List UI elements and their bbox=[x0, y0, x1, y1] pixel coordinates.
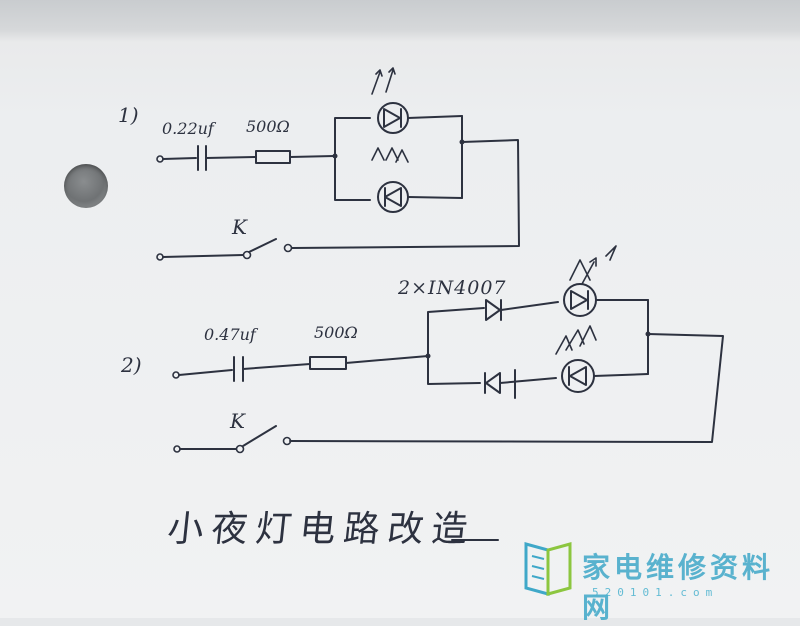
circuit-2-led-top bbox=[563, 245, 617, 317]
circuit-1-capacitor-label: 0.22uf bbox=[162, 119, 217, 138]
circuit-1-return-wire bbox=[291, 139, 520, 249]
circuit-2-led-bottom bbox=[555, 325, 597, 393]
circuit-2-number: 2) bbox=[120, 353, 142, 377]
circuit-2-capacitor bbox=[233, 356, 244, 382]
watermark: 家电维修资料网 520101.com bbox=[520, 536, 800, 624]
circuit-2-wire bbox=[427, 355, 481, 385]
circuit-2-diode-label: 2×IN4007 bbox=[397, 277, 507, 299]
circuit-2-resistor-label: 500Ω bbox=[314, 323, 358, 342]
circuit-2-switch bbox=[235, 425, 292, 454]
circuit-2-diode-top bbox=[485, 299, 502, 321]
circuit-2-return-wire bbox=[289, 333, 724, 443]
circuit-1-resistor bbox=[255, 150, 291, 164]
circuit-2-diode-bottom bbox=[484, 369, 516, 399]
circuit-1: 1) 0.22uf 500Ω bbox=[118, 67, 520, 261]
circuit-2-wire bbox=[499, 377, 557, 384]
circuit-1-wire bbox=[407, 115, 463, 119]
circuit-2-wire bbox=[427, 307, 485, 357]
book-icon bbox=[524, 542, 572, 596]
circuit-1-switch bbox=[242, 238, 293, 260]
circuit-1-led-bottom bbox=[371, 147, 409, 213]
circuit-1-wire bbox=[334, 155, 371, 201]
circuit-1-number: 1) bbox=[118, 103, 139, 127]
circuit-1-wire bbox=[407, 196, 463, 199]
circuit-1-resistor-label: 500Ω bbox=[246, 117, 290, 136]
circuit-2-wire bbox=[500, 301, 559, 311]
circuit-2-wire bbox=[242, 363, 311, 370]
circuit-2-switch-label: K bbox=[229, 409, 246, 433]
circuit-2-capacitor-label: 0.47uf bbox=[204, 325, 259, 344]
circuit-2-resistor bbox=[309, 356, 347, 370]
punch-hole bbox=[64, 164, 108, 208]
circuit-1-wire bbox=[289, 155, 335, 158]
circuit-2-wire bbox=[345, 355, 429, 364]
circuit-1-switch-label: K bbox=[231, 215, 248, 239]
circuit-1-wire bbox=[205, 156, 257, 159]
circuit-1-wire bbox=[334, 117, 371, 157]
watermark-url: 520101.com bbox=[592, 586, 719, 599]
circuit-2-wire bbox=[178, 369, 233, 376]
circuit-1-led-top bbox=[371, 67, 409, 134]
page-title: 小夜灯电路改造 bbox=[165, 509, 478, 550]
circuit-2: 2) 0.47uf 500Ω 2×IN4007 bbox=[120, 245, 724, 454]
circuit-2-wire bbox=[593, 373, 649, 377]
circuit-1-capacitor bbox=[197, 145, 207, 171]
circuit-1-wire bbox=[162, 254, 244, 258]
circuit-1-wire bbox=[162, 157, 197, 160]
